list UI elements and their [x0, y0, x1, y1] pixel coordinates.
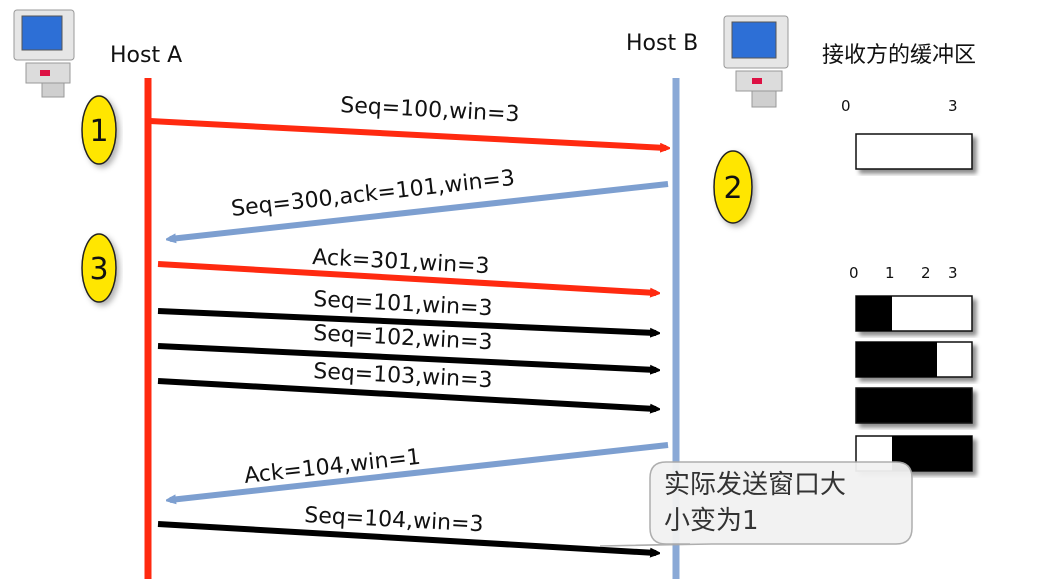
message-arrow-ack104: [170, 442, 669, 500]
callout-bubble: 实际发送窗口大 小变为1: [599, 461, 913, 547]
buffer-index-0: 0: [849, 264, 859, 282]
message-arrow-seq300-ack101: [170, 181, 669, 239]
computer-icon-host-a: [13, 9, 75, 98]
step-badge-2: 2: [713, 150, 753, 224]
message-label-seq300-ack101: Seq=300,ack=101,win=3: [230, 166, 516, 222]
buffer-index-3: 3: [948, 264, 958, 282]
computer-icon-host-b: [723, 15, 789, 108]
host-a-label: Host A: [110, 43, 182, 68]
buffer-scale-start: 0: [841, 97, 851, 115]
step-1-label: 1: [89, 114, 108, 149]
buffer-index-2: 2: [921, 264, 931, 282]
step-badge-1: 1: [81, 95, 117, 165]
buffer-state-1-filled: [855, 295, 973, 332]
step-2-label: 2: [723, 171, 742, 206]
buffer-index-1: 1: [885, 264, 895, 282]
callout-line-1: 实际发送窗口大: [664, 470, 846, 500]
message-label-seq100: Seq=100,win=3: [340, 93, 520, 127]
buffer-scale-end: 3: [948, 97, 958, 115]
message-arrow-ack301: [157, 261, 656, 293]
message-arrow-seq103: [157, 378, 656, 409]
message-arrow-seq100: [149, 118, 666, 148]
buffer-state-empty: [855, 133, 973, 170]
buffer-state-2-filled: [855, 341, 973, 378]
host-b-label: Host B: [626, 31, 698, 56]
message-arrow-seq101: [157, 308, 656, 333]
message-arrow-seq104: [157, 521, 656, 553]
buffer-state-full: [855, 387, 973, 424]
step-badge-3: 3: [81, 233, 117, 303]
message-arrow-seq102: [157, 343, 656, 370]
buffer-title: 接收方的缓冲区: [822, 43, 976, 68]
callout-line-2: 小变为1: [664, 506, 759, 536]
step-3-label: 3: [89, 252, 108, 287]
